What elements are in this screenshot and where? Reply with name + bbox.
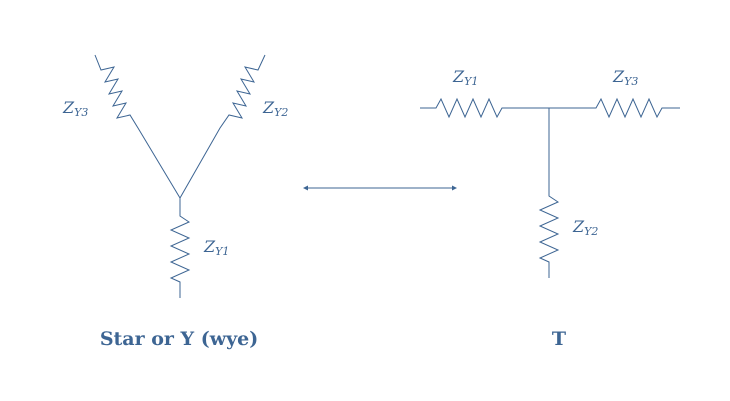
star-resistor-zy3 <box>94 54 181 199</box>
tee-network: ZY1 ZY3 ZY2 T <box>420 67 680 350</box>
star-caption: Star or Y (wye) <box>100 328 258 350</box>
tee-label-zy2: ZY2 <box>572 217 598 238</box>
tee-label-zy1: ZY1 <box>452 67 478 88</box>
tee-resistor-zy1 <box>420 97 549 119</box>
star-resistor-zy2 <box>179 54 266 199</box>
star-label-zy2: ZY2 <box>262 98 288 119</box>
star-label-zy3: ZY3 <box>62 98 88 119</box>
tee-resistor-zy3 <box>549 97 680 119</box>
star-resistor-zy1 <box>169 198 191 298</box>
tee-resistor-zy2 <box>538 108 560 278</box>
star-network: ZY3 ZY2 ZY1 Star or Y (wye) <box>62 54 288 350</box>
tee-label-zy3: ZY3 <box>612 67 638 88</box>
star-label-zy1: ZY1 <box>203 237 229 258</box>
tee-caption: T <box>552 328 566 350</box>
